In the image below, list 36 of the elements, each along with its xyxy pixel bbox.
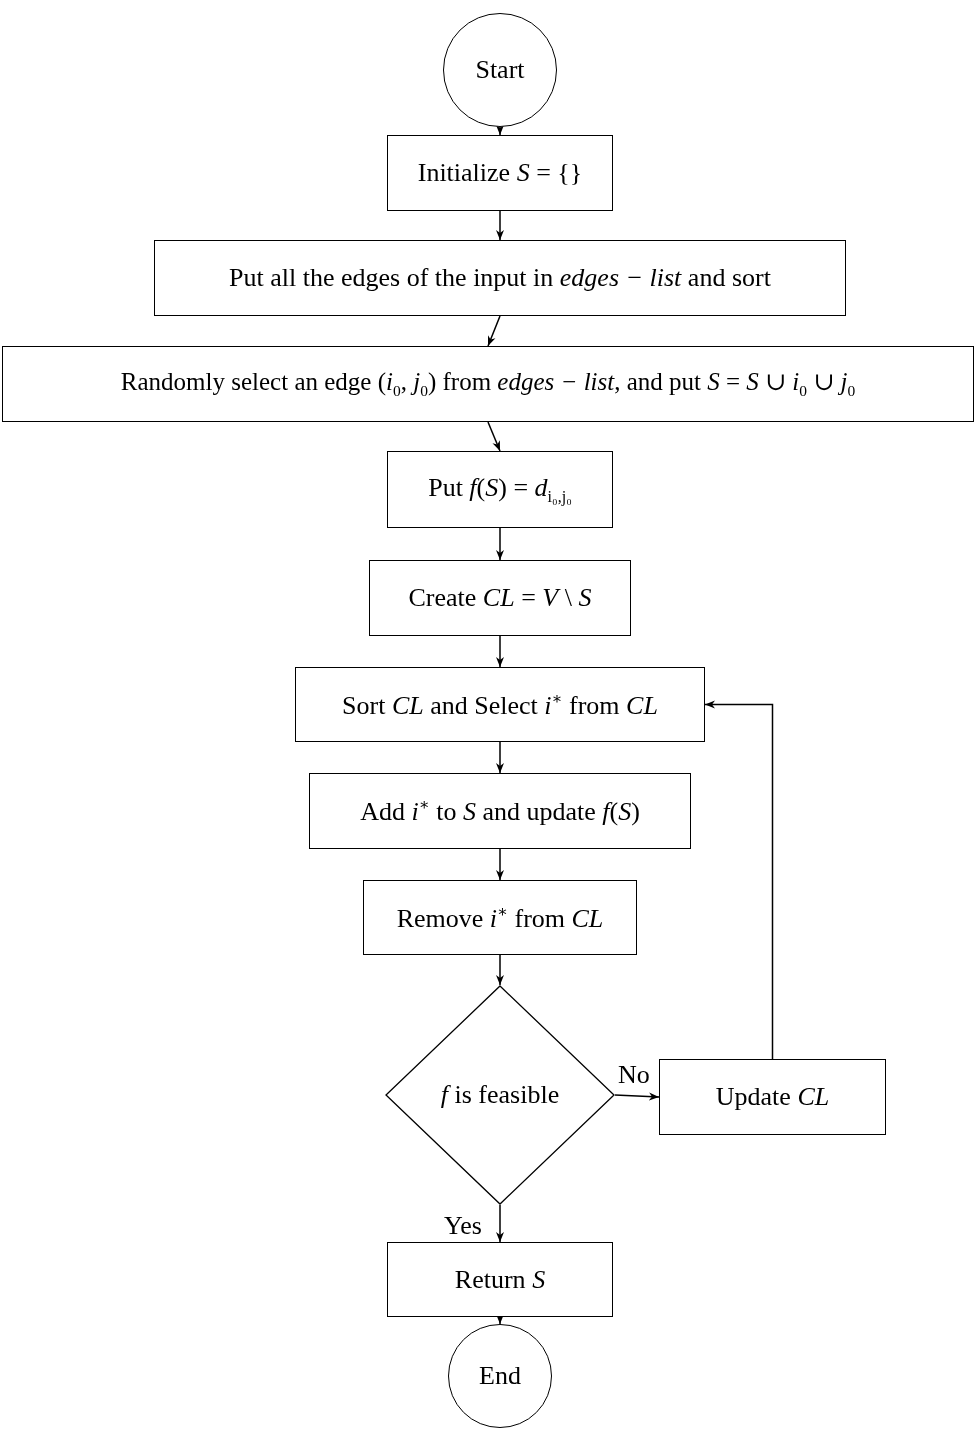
step-text: Start xyxy=(475,54,525,86)
arrow xyxy=(496,210,504,241)
step-text: Update CL xyxy=(715,1081,830,1113)
arrow xyxy=(496,848,504,881)
arrow xyxy=(496,635,504,668)
arrow xyxy=(496,125,504,136)
arrow xyxy=(704,700,774,1060)
arrow xyxy=(487,421,501,452)
arrow xyxy=(487,315,501,347)
arrow xyxy=(496,741,504,774)
step-text: Sort CL and Select i$^{∗}$ from CL xyxy=(342,688,658,721)
process-box xyxy=(2,346,974,422)
step-text: Add i$^{∗}$ to S and update f(S) xyxy=(360,795,640,827)
step-text: Put all the edges of the input in edges − list and sort xyxy=(229,262,771,294)
process-box xyxy=(154,240,846,316)
process-box xyxy=(369,560,631,636)
process-box xyxy=(659,1059,886,1135)
step-text: Create CL = V \ S xyxy=(408,582,592,614)
process-box xyxy=(295,667,705,742)
arrow xyxy=(614,1092,660,1101)
arrow xyxy=(496,954,504,986)
step-text: Return S xyxy=(454,1263,546,1296)
process-box xyxy=(363,880,637,955)
process-box xyxy=(309,773,691,849)
step-text: f is feasible xyxy=(440,1079,560,1111)
arrow xyxy=(496,527,504,561)
step-text: End xyxy=(479,1360,521,1392)
step-text: Remove i$^{∗}$ from CL xyxy=(396,901,604,934)
process-box xyxy=(387,135,613,211)
arrow xyxy=(496,1204,504,1243)
step-text: Initialize S = {} xyxy=(417,157,583,189)
process-box xyxy=(387,1242,613,1317)
decision-diamond xyxy=(385,985,615,1205)
process-box xyxy=(387,451,613,528)
step-text: Randomly select an edge (i$_{0}$, j$_{0}$) from edges − list, and put S = S ∪ i$_{0}$ ∪ j$_{0}$ xyxy=(120,367,856,401)
step-text: Put f(S) = d$_{i₀,j₀}$ xyxy=(428,472,572,507)
